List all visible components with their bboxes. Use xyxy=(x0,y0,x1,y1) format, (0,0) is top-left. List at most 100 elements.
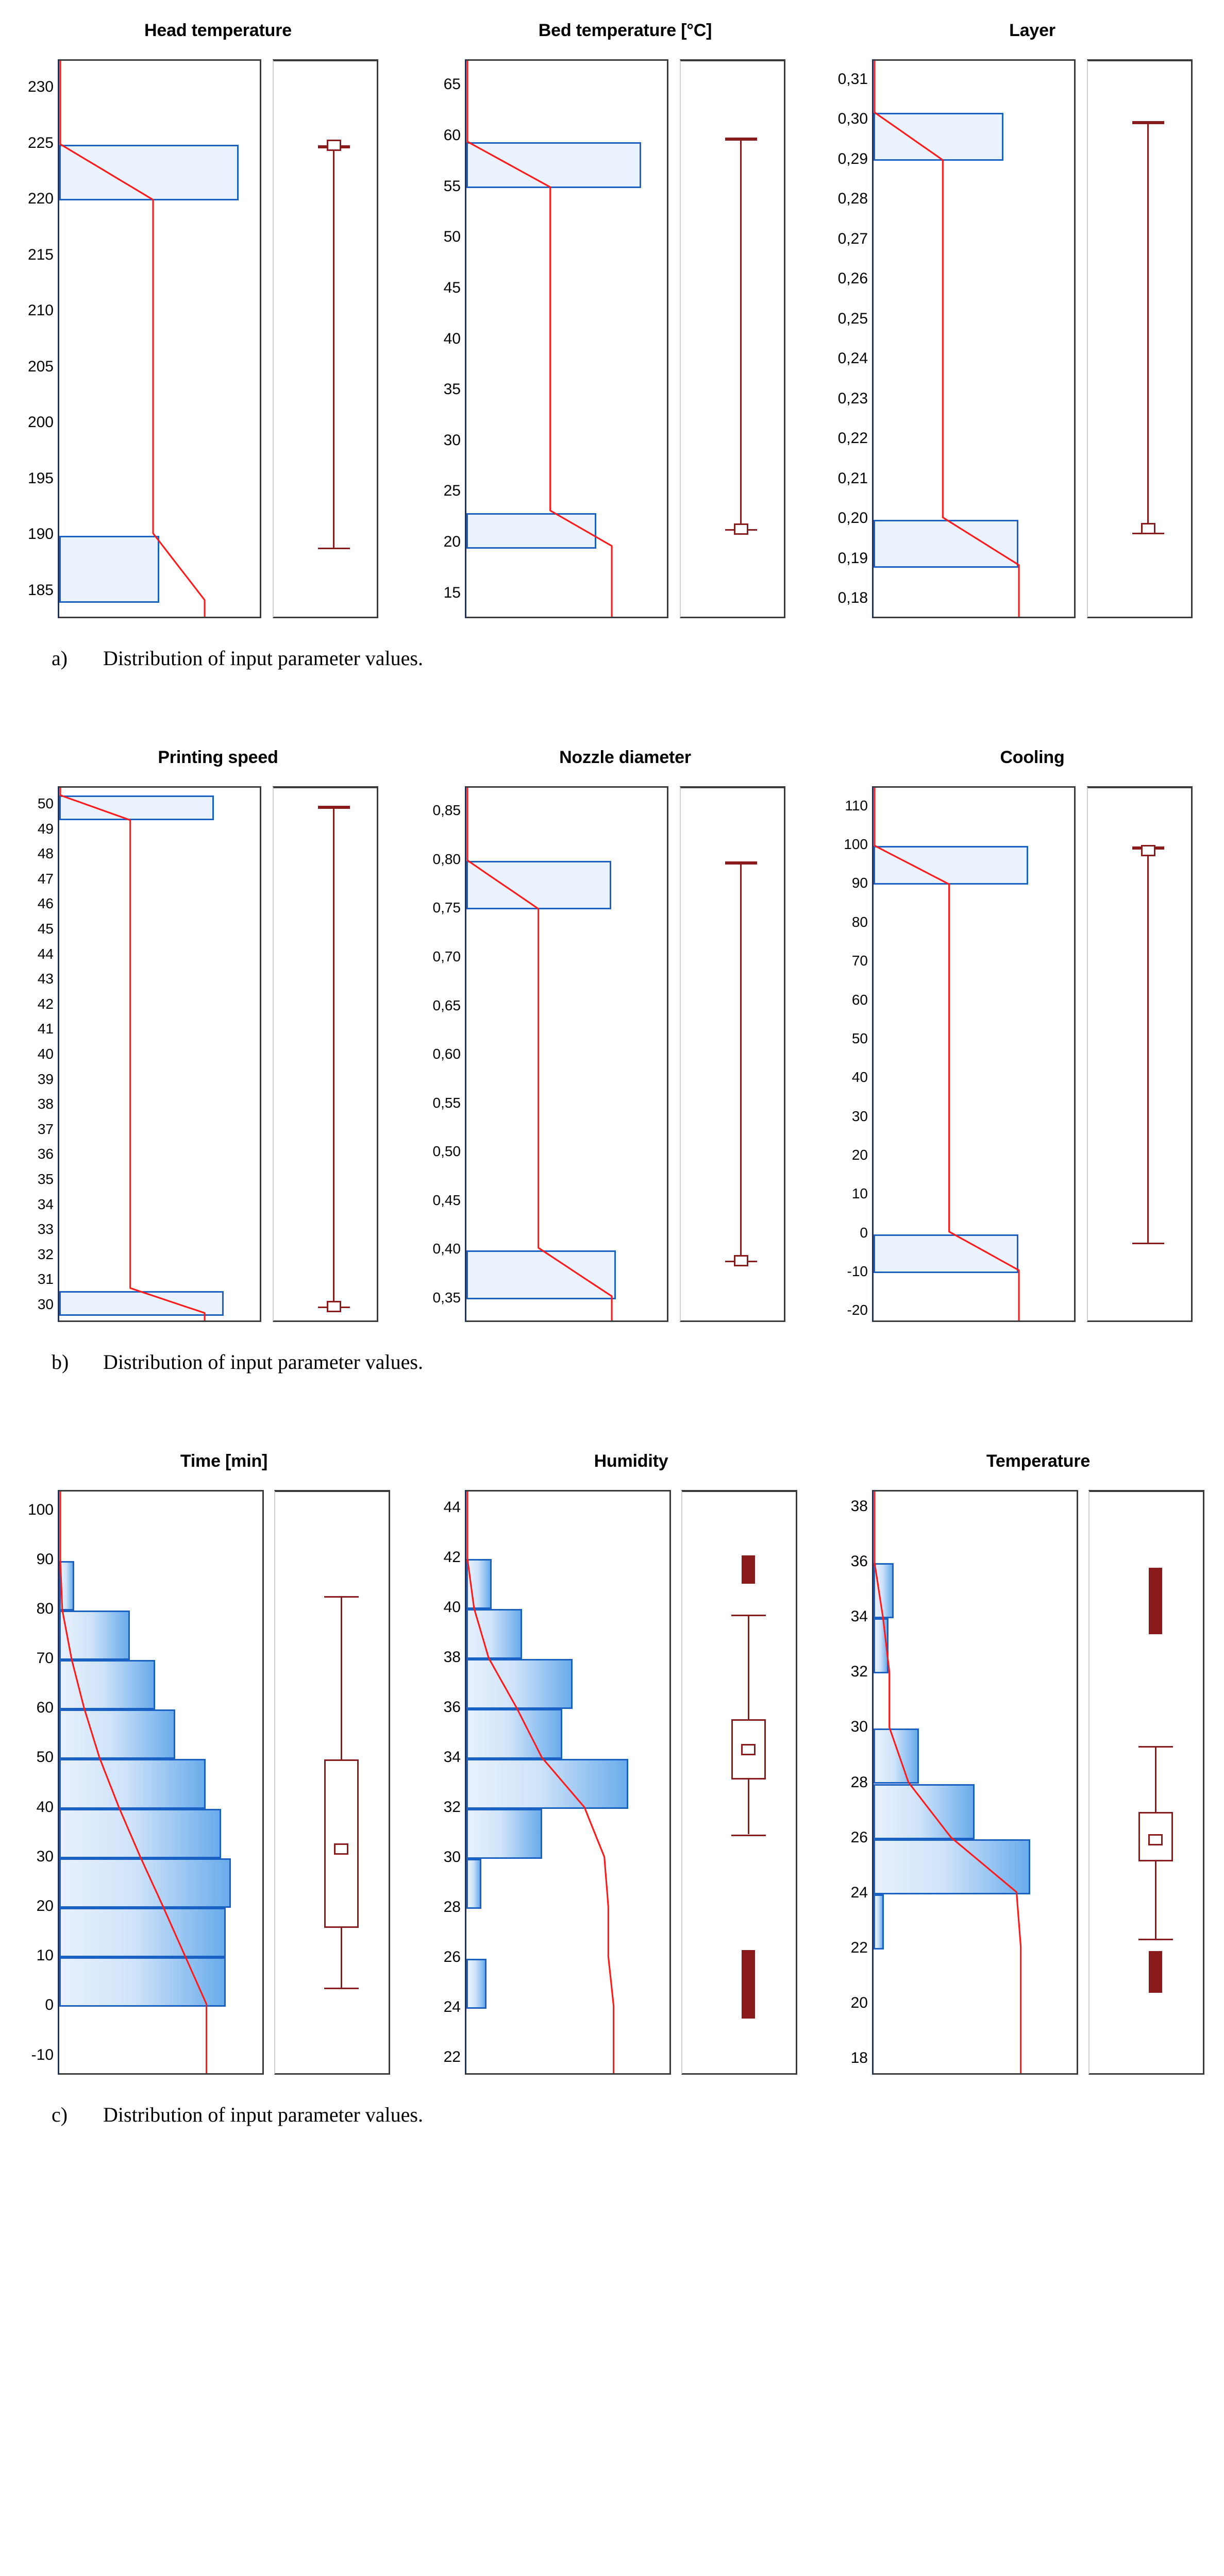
caption-c-text: Distribution of input parameter values. xyxy=(103,2103,423,2126)
axis-tick: 0,65 xyxy=(432,997,461,1013)
boxplot-whisker-upper xyxy=(747,1614,749,1720)
axis-tick: 0,24 xyxy=(837,350,868,367)
axis-tick: 200 xyxy=(27,414,54,431)
boxplot-whisker-lower xyxy=(747,1779,749,1835)
axis-tick: 34 xyxy=(37,1196,54,1212)
axis-tick: 15 xyxy=(443,584,461,601)
histogram-bar xyxy=(466,1759,628,1809)
caption-c: c) Distribution of input parameter value… xyxy=(0,2103,1224,2127)
histogram-bar xyxy=(874,1618,889,1674)
caption-a: a) Distribution of input parameter value… xyxy=(0,646,1224,670)
axis-tick: 36 xyxy=(850,1553,868,1570)
boxplot-cap-lower xyxy=(324,1987,359,1989)
axis-tick: 0,75 xyxy=(432,900,461,916)
axis-tick: 45 xyxy=(37,921,54,937)
histogram-printing_speed xyxy=(58,786,261,1322)
axis-tick: 25 xyxy=(443,482,461,500)
axis-tick: 35 xyxy=(37,1171,54,1187)
boxplot-outlier-cluster xyxy=(1149,1568,1163,1634)
axis-tick: 40 xyxy=(37,1046,54,1062)
boxplot-mean-marker xyxy=(1148,1834,1163,1845)
axis-tick: 36 xyxy=(37,1146,54,1162)
histogram-bar xyxy=(466,1250,616,1299)
boxplot-mean-marker xyxy=(1141,844,1155,856)
histogram-bar xyxy=(466,1859,482,1909)
axis-tick: 0,29 xyxy=(837,150,868,167)
axis-tick: 90 xyxy=(36,1550,54,1568)
axis-tick: 0,30 xyxy=(837,110,868,128)
axis-tick: 46 xyxy=(37,895,54,912)
histogram-time xyxy=(58,1490,264,2075)
boxplot-cap-upper xyxy=(731,1614,766,1616)
axis-tick: -10 xyxy=(847,1263,868,1279)
boxplot-box xyxy=(324,1759,359,1928)
axis-tick: 26 xyxy=(850,1828,868,1846)
axis-tick: 0,18 xyxy=(837,589,868,607)
boxplot-box xyxy=(725,138,757,141)
caption-a-text: Distribution of input parameter values. xyxy=(103,647,423,670)
histogram-bar xyxy=(466,1559,492,1609)
axis-tick: 32 xyxy=(443,1799,461,1816)
axis-tick: 41 xyxy=(37,1021,54,1037)
axis-tick: 44 xyxy=(443,1499,461,1516)
axis-tick: 90 xyxy=(851,875,868,891)
axis-tick: 195 xyxy=(27,469,54,487)
axis-tick: 0,20 xyxy=(837,510,868,527)
axis-tick: 80 xyxy=(36,1600,54,1617)
boxplot-cap-lower xyxy=(731,1834,766,1836)
histogram-bar xyxy=(59,1858,231,1908)
axis-tick: 0,85 xyxy=(432,802,461,819)
boxplot-outlier-cluster xyxy=(1149,1951,1163,1993)
axis-tick: 0,60 xyxy=(432,1046,461,1062)
axis-tick: 38 xyxy=(850,1498,868,1515)
boxplot-head_temperature xyxy=(273,59,378,618)
axis-tick: 10 xyxy=(851,1185,868,1202)
axis-tick: 36 xyxy=(443,1699,461,1716)
caption-b-text: Distribution of input parameter values. xyxy=(103,1350,423,1374)
axis-tick: 40 xyxy=(443,1599,461,1616)
boxplot-bed_temperature xyxy=(680,59,785,618)
axis-tick: 50 xyxy=(443,228,461,246)
panel-title-printing_speed: Printing speed xyxy=(158,748,278,767)
axis-tick: 45 xyxy=(443,279,461,296)
axis-tick: 43 xyxy=(37,971,54,987)
histogram-head_temperature xyxy=(58,59,261,618)
axis-tick: 31 xyxy=(37,1271,54,1287)
axis-tick: 18 xyxy=(850,2049,868,2066)
axis-tick: 38 xyxy=(37,1096,54,1112)
axis-tick: 60 xyxy=(851,991,868,1008)
histogram-layer xyxy=(872,59,1076,618)
histogram-cooling xyxy=(872,786,1076,1322)
axis-tick: 10 xyxy=(36,1947,54,1964)
boxplot-whisker-lower xyxy=(740,140,742,529)
histogram-bar xyxy=(874,1784,975,1839)
axis-tick: 38 xyxy=(443,1649,461,1666)
axis-tick: 42 xyxy=(443,1549,461,1566)
histogram-bar xyxy=(59,144,239,201)
axis-tick: 110 xyxy=(845,797,868,814)
histogram-bar xyxy=(59,1709,176,1759)
axis-tick: 0,22 xyxy=(837,430,868,447)
axis-tick: 34 xyxy=(443,1749,461,1766)
caption-a-label: a) xyxy=(52,647,68,670)
histogram-bar xyxy=(874,846,1028,885)
histogram-temperature xyxy=(872,1490,1078,2075)
axis-tick: 20 xyxy=(443,533,461,550)
histogram-bed_temperature xyxy=(465,59,668,618)
axis-tick: 40 xyxy=(851,1069,868,1086)
histogram-bar xyxy=(59,1610,130,1660)
axis-tick: 50 xyxy=(851,1030,868,1046)
axis-tick: 0,28 xyxy=(837,190,868,208)
axis-tick: 70 xyxy=(851,953,868,969)
boxplot-box xyxy=(725,861,757,865)
boxplot-time xyxy=(274,1490,390,2075)
boxplot-whisker-upper xyxy=(340,1596,342,1760)
